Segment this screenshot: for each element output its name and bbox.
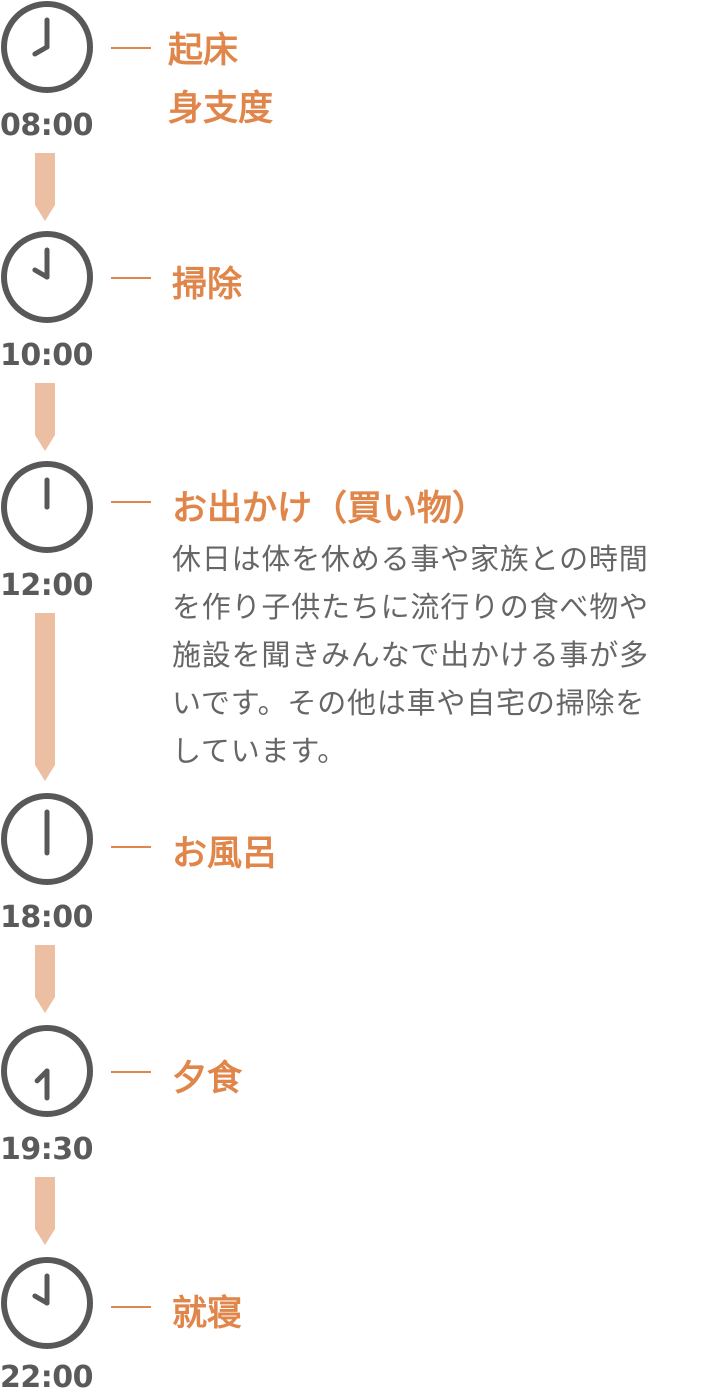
connector-dash: [111, 501, 151, 503]
time-label: 08:00: [0, 108, 94, 143]
activity-description: 休日は体を休める事や家族との時間 を作り子供たちに流行りの食べ物や 施設を聞きみ…: [172, 535, 700, 775]
description-line: を作り子供たちに流行りの食べ物や: [172, 590, 649, 624]
activity-title-line: 就寝: [172, 1294, 243, 1334]
activity-title: 就寝: [172, 1285, 242, 1336]
connector-dash: [111, 47, 151, 49]
description-line: 休日は体を休める事や家族との時間: [172, 542, 649, 576]
clock-icon: [1, 461, 93, 553]
clock-icon: [1, 1257, 93, 1349]
connector-dash: [111, 1306, 151, 1308]
connector-dash: [111, 846, 151, 848]
clock-hour-hand: [32, 44, 50, 57]
activity-title: 起床 身支度: [168, 22, 273, 138]
clock-hour-hand: [32, 267, 50, 280]
time-label: 10:00: [0, 338, 94, 373]
time-label: 18:00: [0, 900, 94, 935]
activity-title-line: お出かけ（買い物）: [172, 489, 488, 529]
clock-hour-hand: [34, 1068, 50, 1084]
clock-icon: [1, 1, 93, 93]
activity-title: お風呂: [172, 825, 277, 876]
down-arrow-icon: [35, 613, 55, 781]
activity-title-line: お風呂: [172, 834, 278, 874]
clock-hour-hand: [32, 1293, 50, 1306]
down-arrow-icon: [35, 383, 55, 451]
down-arrow-icon: [35, 153, 55, 221]
activity-title: お出かけ（買い物）: [172, 480, 487, 531]
clock-icon: [1, 1025, 93, 1117]
description-line: いです。その他は車や自宅の掃除を: [172, 686, 646, 720]
time-label: 22:00: [0, 1360, 94, 1395]
time-label: 12:00: [0, 568, 94, 603]
activity-title: 掃除: [172, 256, 242, 307]
clock-icon: [1, 793, 93, 885]
activity-title-line: 起床: [168, 31, 239, 71]
connector-dash: [111, 1071, 151, 1073]
description-line: しています。: [172, 734, 348, 768]
description-line: 施設を聞きみんなで出かける事が多: [172, 638, 649, 672]
activity-title-line: 身支度: [168, 89, 274, 129]
time-label: 19:30: [0, 1132, 94, 1167]
clock-icon: [1, 231, 93, 323]
down-arrow-icon: [35, 945, 55, 1013]
connector-dash: [111, 277, 151, 279]
activity-title-line: 夕食: [172, 1059, 243, 1099]
activity-title: 夕食: [172, 1050, 242, 1101]
activity-title-line: 掃除: [172, 265, 243, 305]
down-arrow-icon: [35, 1177, 55, 1245]
